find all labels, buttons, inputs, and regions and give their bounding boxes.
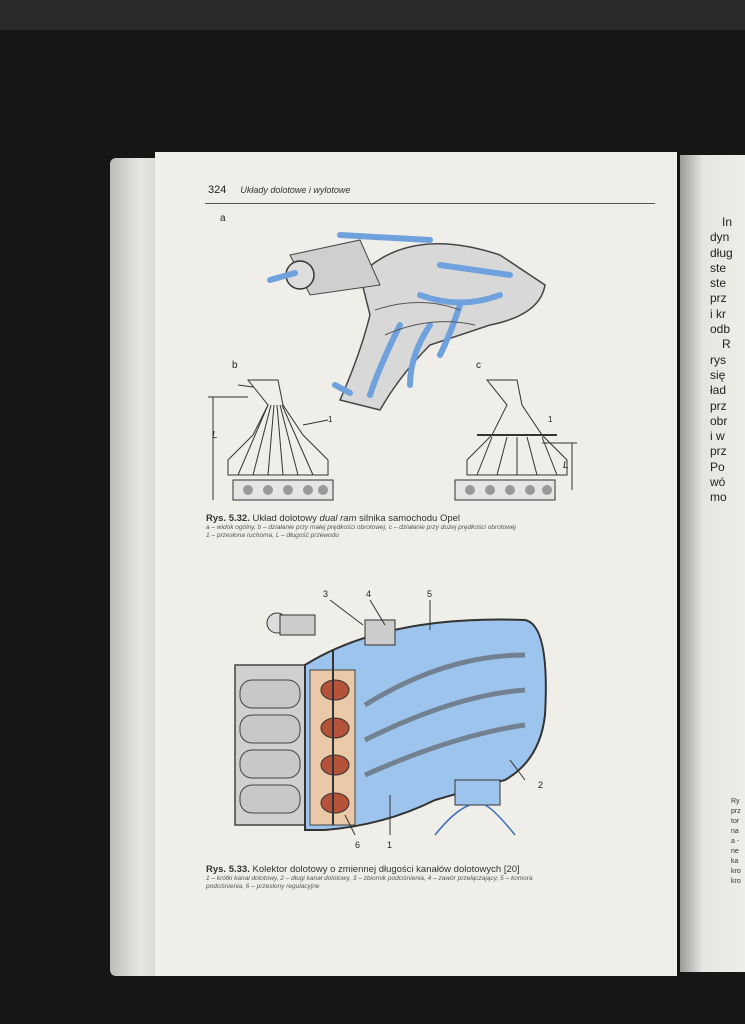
callout-2: 2	[538, 780, 544, 790]
text-line: ład	[710, 383, 727, 398]
caption-label: Rys. 5.33.	[206, 864, 250, 875]
text-line: wó	[710, 475, 726, 490]
figure-5-32a-intake-drawing	[267, 232, 546, 411]
text-line: R	[722, 337, 731, 352]
text-line: i w	[710, 429, 725, 444]
scanner-edge	[0, 0, 745, 30]
text-line: dług	[710, 245, 733, 260]
caption-line: na	[731, 828, 739, 835]
callout-3: 3	[323, 589, 329, 599]
callout-L-b: L	[212, 430, 218, 441]
running-header: 324 Układy dolotowe i wylotowe	[208, 184, 350, 196]
caption-line: ne	[731, 848, 739, 855]
callout-5: 5	[427, 589, 433, 599]
text-line: odb	[710, 322, 731, 337]
caption-title-end: silnika samochodu Opel	[356, 513, 461, 524]
callout-1: 1	[387, 840, 393, 850]
text-line: ste	[710, 260, 727, 275]
caption-title: Kolektor dolotowy o zmiennej długości ka…	[252, 864, 520, 875]
figure-5-32b-schematic	[208, 379, 334, 501]
caption-line: Ry	[731, 798, 740, 805]
text-line: Po	[710, 459, 725, 474]
figure-5-33-manifold-drawing	[234, 599, 547, 836]
caption-line: tor	[731, 818, 740, 825]
caption-line: kro	[731, 878, 741, 885]
callout-1-b: 1	[328, 415, 333, 424]
caption-title: Układ dolotowy	[252, 513, 320, 524]
caption-legend-2: podciśnienia, 6 – przesłony regulacyjne	[206, 883, 320, 890]
text-line: mo	[710, 490, 727, 505]
right-page	[680, 155, 745, 972]
callout-6: 6	[355, 840, 361, 850]
panel-label-b: b	[232, 360, 238, 371]
right-page-caption-text: Ry prz tor na a - ne ka kro kro	[731, 797, 741, 887]
panel-label-c: c	[476, 360, 481, 371]
caption-line: kro	[731, 868, 741, 875]
caption-line: prz	[731, 808, 741, 815]
text-line: rys	[710, 352, 726, 367]
text-line: ste	[710, 276, 727, 291]
panel-label-a: a	[220, 213, 226, 224]
callout-4: 4	[366, 589, 372, 599]
text-line: i kr	[710, 306, 726, 321]
caption-legend-1: a – widok ogólny, b – działanie przy mał…	[206, 524, 516, 531]
page-number: 324	[208, 184, 227, 196]
header-rule	[205, 203, 655, 204]
callout-L-c: L	[563, 460, 569, 471]
text-line: się	[710, 367, 726, 382]
caption-title-italic: dual ram	[319, 513, 357, 524]
figure-5-32-caption: Rys. 5.32. Układ dolotowy dual ram silni…	[206, 513, 516, 540]
caption-line: a -	[731, 838, 740, 845]
figure-5-33-caption: Rys. 5.33. Kolektor dolotowy o zmiennej …	[206, 864, 533, 891]
text-line: prz	[710, 398, 727, 413]
figure-5-32c-schematic	[454, 379, 577, 501]
chapter-title: Układy dolotowe i wylotowe	[240, 185, 351, 195]
text-line: obr	[710, 413, 728, 428]
caption-line: ka	[731, 858, 739, 865]
caption-legend-1: 1 – krótki kanał dolotowy, 2 – długi kan…	[206, 875, 533, 882]
text-line: prz	[710, 444, 727, 459]
text-line: dyn	[710, 230, 730, 245]
caption-legend-2: 1 – przesłona ruchoma, L – długość przew…	[206, 532, 339, 539]
caption-label: Rys. 5.32.	[206, 513, 250, 524]
page-stack-edge	[110, 158, 160, 976]
text-line: prz	[710, 291, 727, 306]
callout-1-c: 1	[548, 415, 553, 424]
text-line: In	[722, 215, 733, 229]
